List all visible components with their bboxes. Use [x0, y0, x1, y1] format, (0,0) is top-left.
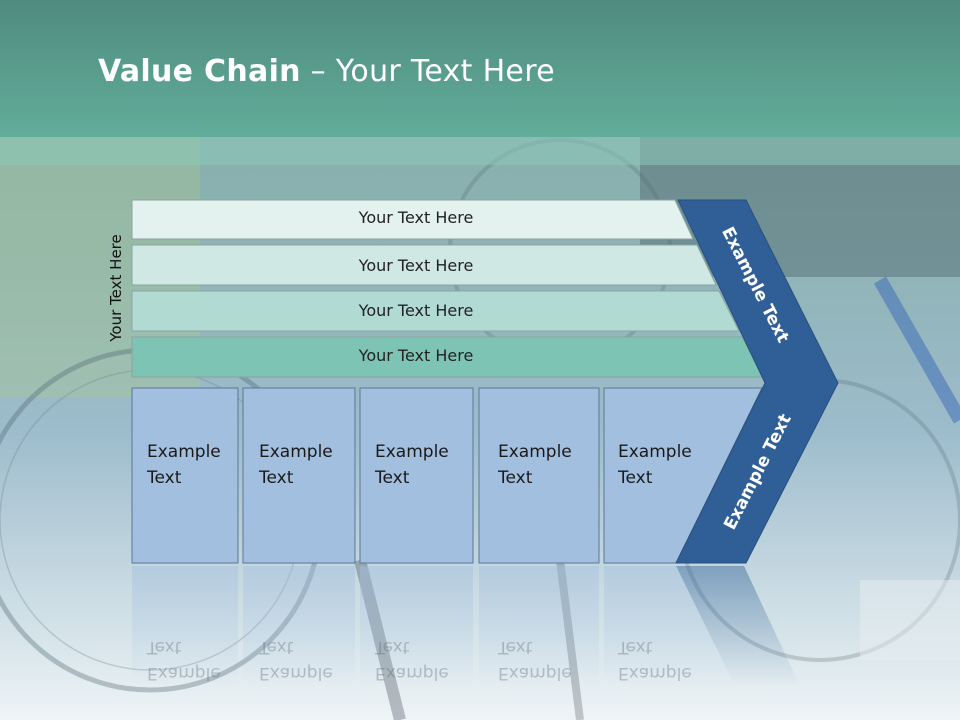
band-4-label: Your Text Here [358, 346, 474, 365]
box-2-label-reflection: Example Text [259, 637, 333, 683]
band-2 [131, 244, 717, 286]
header-band [0, 0, 960, 137]
band-3-label: Your Text Here [358, 301, 474, 320]
box-3-label-reflection: Example Text [375, 637, 449, 683]
box-4-label: Example Text [498, 442, 572, 488]
box-4 [478, 387, 600, 564]
box-1 [131, 387, 239, 564]
box-1-label: Example Text [147, 442, 221, 488]
box-2-reflection [243, 566, 355, 686]
box-4-label-reflection: Example Text [498, 637, 572, 683]
box-5-label: Example Text [618, 442, 692, 488]
box-3-label: Example Text [375, 442, 449, 488]
box-1-label-reflection: Example Text [147, 637, 221, 683]
box-3-reflection [360, 566, 473, 686]
title-rest: – Your Text Here [300, 54, 555, 89]
chevron-reflection [676, 566, 800, 686]
header-subband [0, 137, 960, 165]
box-1-reflection [132, 566, 238, 686]
box-3 [359, 387, 474, 564]
band-1-label: Your Text Here [358, 208, 474, 227]
box-5-label-reflection: Example Text [618, 637, 692, 683]
box-2 [242, 387, 356, 564]
band-2-label: Your Text Here [358, 256, 474, 275]
box-4-reflection [479, 566, 599, 686]
title-bold: Value Chain [98, 54, 301, 89]
box-5-reflection [604, 566, 735, 686]
band-3 [131, 290, 740, 332]
slide-title: Value Chain – Your Text Here [98, 54, 555, 89]
box-2-label: Example Text [259, 442, 333, 488]
chevron-arrow [675, 199, 839, 564]
band-1 [131, 199, 694, 240]
